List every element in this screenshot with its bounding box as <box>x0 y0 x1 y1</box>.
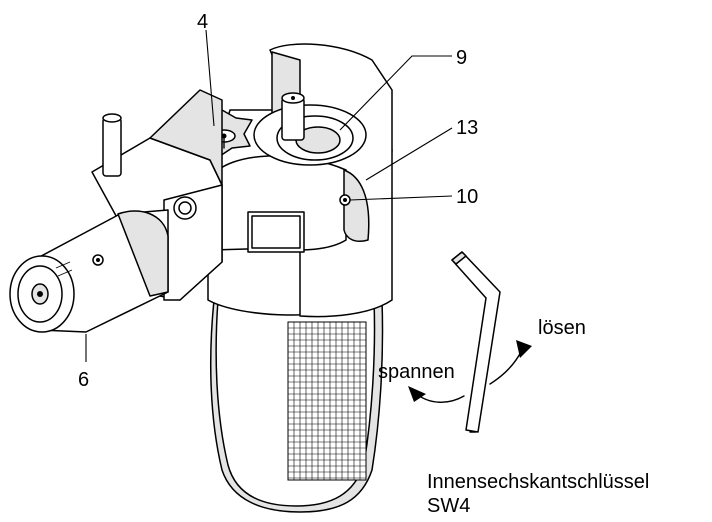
hex-key <box>451 251 501 433</box>
callout-4: 4 <box>197 11 208 33</box>
callout-10: 10 <box>456 186 478 208</box>
callout-6: 6 <box>78 369 89 391</box>
callout-9: 9 <box>456 47 467 69</box>
callout-13: 13 <box>456 117 478 139</box>
label-tool-name: Innensechskantschlüssel <box>427 471 649 493</box>
label-loesen: lösen <box>538 317 586 339</box>
text-labels: spannen lösen Innensechskantschlüssel SW… <box>378 317 649 517</box>
callout-labels: 4 9 13 10 6 <box>78 11 478 391</box>
extension-cylinder <box>9 209 169 333</box>
clamping-head <box>253 92 367 166</box>
main-housing <box>207 43 393 318</box>
clamp-screw <box>339 194 351 206</box>
rotation-arrows <box>408 340 532 403</box>
loosen-arrow <box>489 349 523 385</box>
knurled-grip-pattern <box>287 321 367 481</box>
leader-lines <box>85 29 453 362</box>
label-tool-size: SW4 <box>427 495 470 517</box>
label-spannen: spannen <box>378 361 455 383</box>
grip-handle <box>209 299 384 513</box>
